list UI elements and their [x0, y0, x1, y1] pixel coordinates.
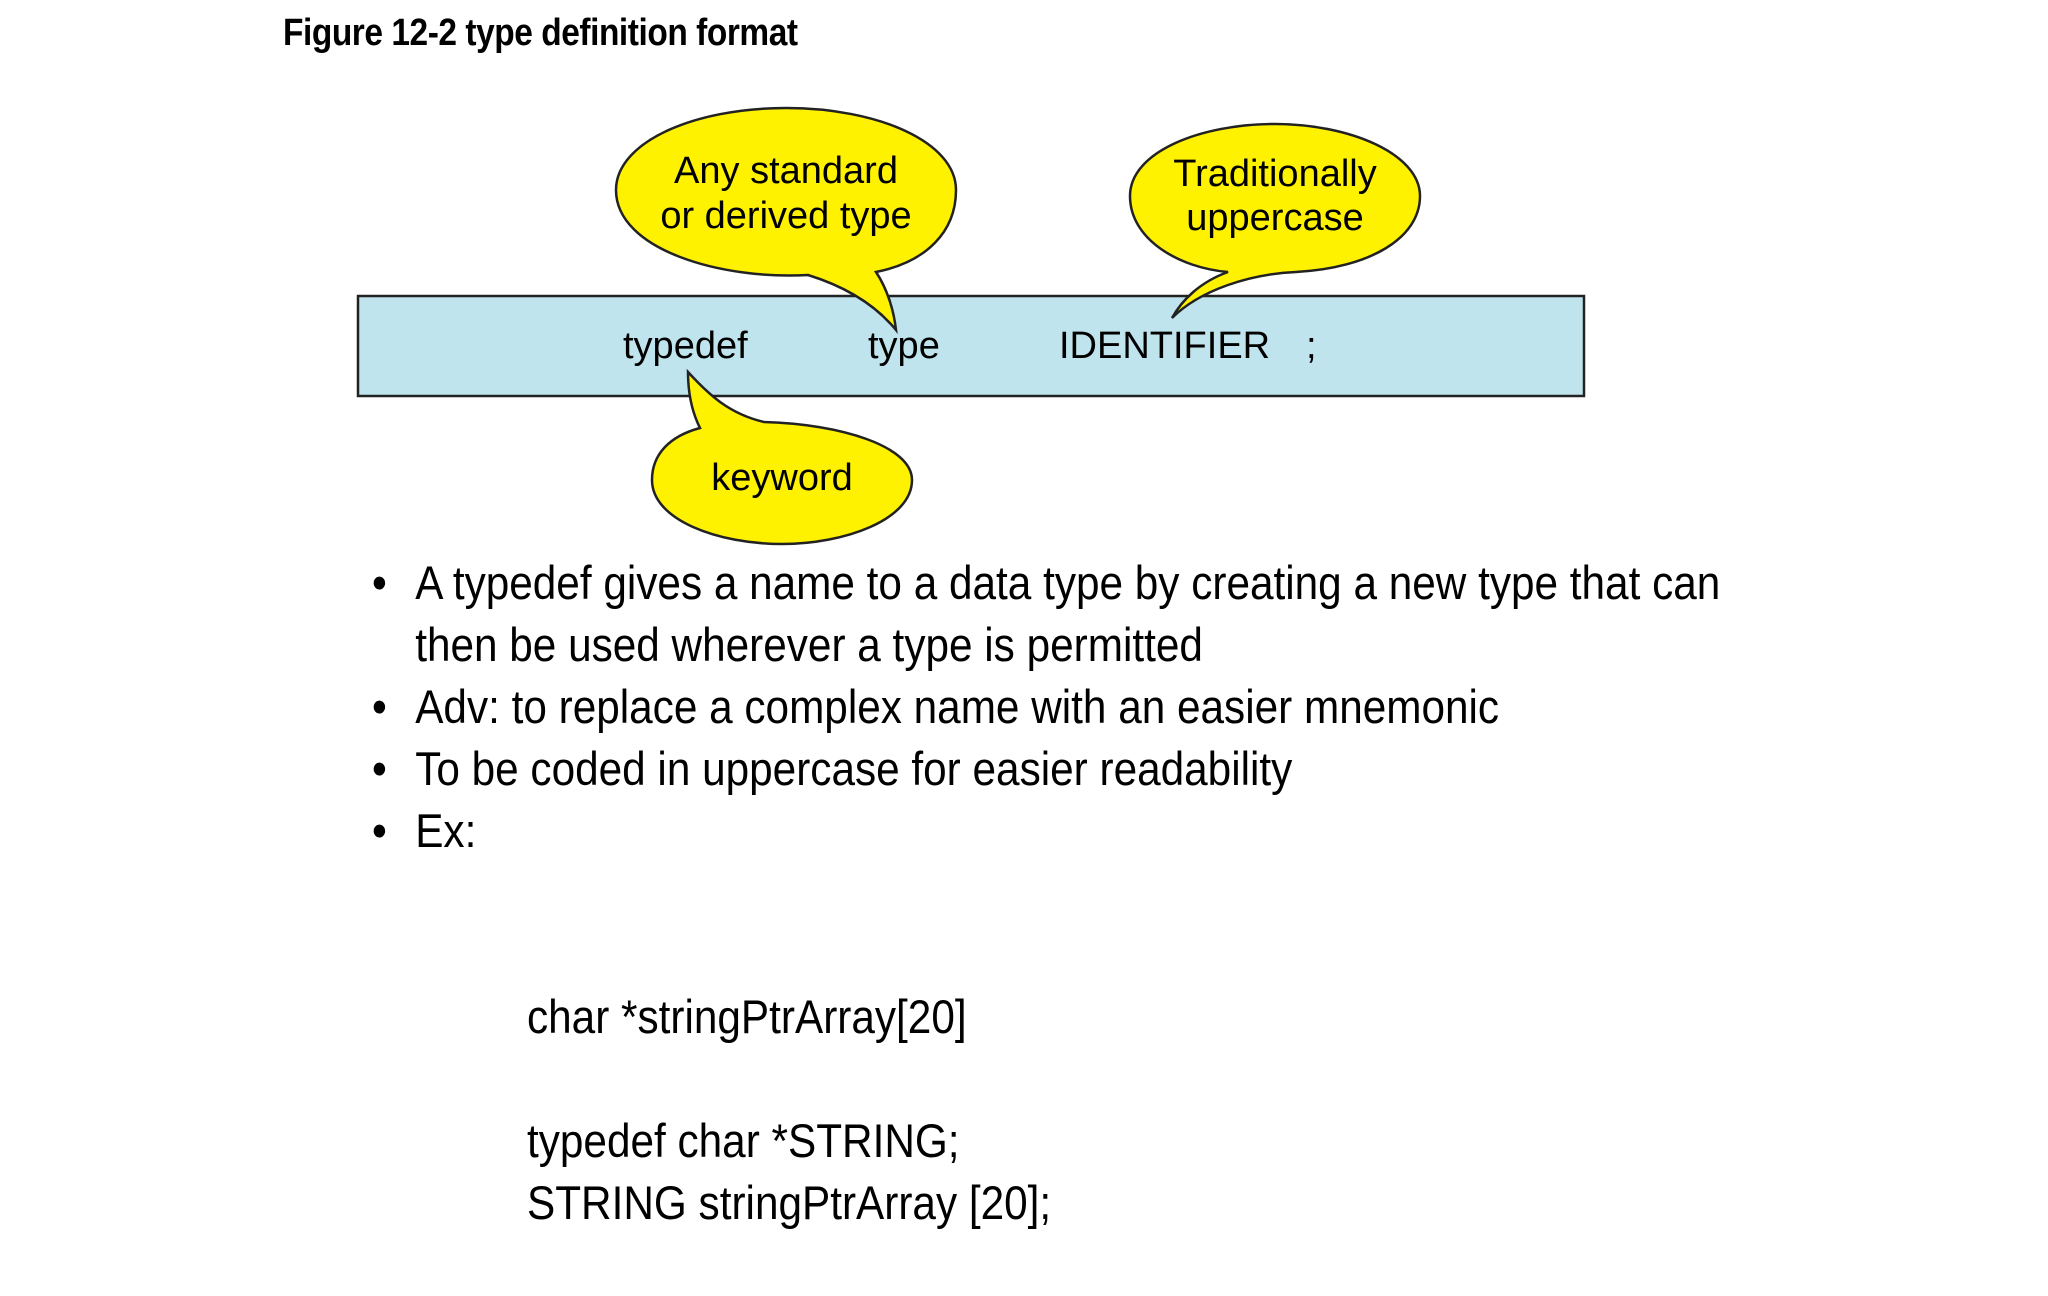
bullet-text: A typedef gives a name to a data type by… [415, 556, 1721, 609]
bullet-text: Ex: [415, 804, 477, 857]
callout-identifier-line2: uppercase [1186, 197, 1363, 239]
format-semicolon: ; [1306, 325, 1317, 367]
code-line: char *stringPtrArray[20] [527, 990, 967, 1043]
format-type: type [868, 325, 940, 367]
format-box [356, 294, 1586, 398]
callout-identifier [1128, 122, 1422, 319]
bullet-item-typedef-definition: • A typedef gives a name to a data type … [372, 552, 1810, 676]
format-keyword: typedef [623, 325, 748, 367]
bullet-dot-icon: • [372, 742, 387, 795]
bullet-item-uppercase: • To be coded in uppercase for easier re… [372, 738, 1810, 800]
callout-keyword [650, 368, 914, 546]
bullet-text: To be coded in uppercase for easier read… [415, 742, 1293, 795]
bullet-dot-icon: • [372, 804, 387, 857]
callout-type [614, 106, 958, 335]
callout-type-line1: Any standard [674, 150, 898, 192]
bullet-item-example: • Ex: [372, 800, 1810, 862]
format-identifier: IDENTIFIER [1059, 325, 1270, 367]
code-line: STRING stringPtrArray [20]; [527, 1176, 1052, 1229]
code-line-blank [527, 1048, 1051, 1110]
typedef-format-diagram: typedef type IDENTIFIER ; Any standard o… [356, 106, 1586, 546]
bullet-dot-icon: • [372, 680, 387, 733]
callout-keyword-text: keyword [711, 457, 853, 499]
code-line: typedef char *STRING; [527, 1114, 960, 1167]
figure-title: Figure 12-2 type definition format [283, 12, 798, 54]
bullet-item-advantage: • Adv: to replace a complex name with an… [372, 676, 1810, 738]
callout-identifier-line1: Traditionally [1173, 153, 1376, 195]
callout-type-line2: or derived type [660, 195, 911, 237]
bullet-dot-icon: • [372, 556, 387, 609]
bullet-list: • A typedef gives a name to a data type … [372, 552, 1772, 862]
example-code-block: char *stringPtrArray[20] typedef char *ST… [527, 862, 1051, 1296]
bullet-text: Adv: to replace a complex name with an e… [415, 680, 1500, 733]
bullet-text: then be used wherever a type is permitte… [415, 618, 1203, 671]
